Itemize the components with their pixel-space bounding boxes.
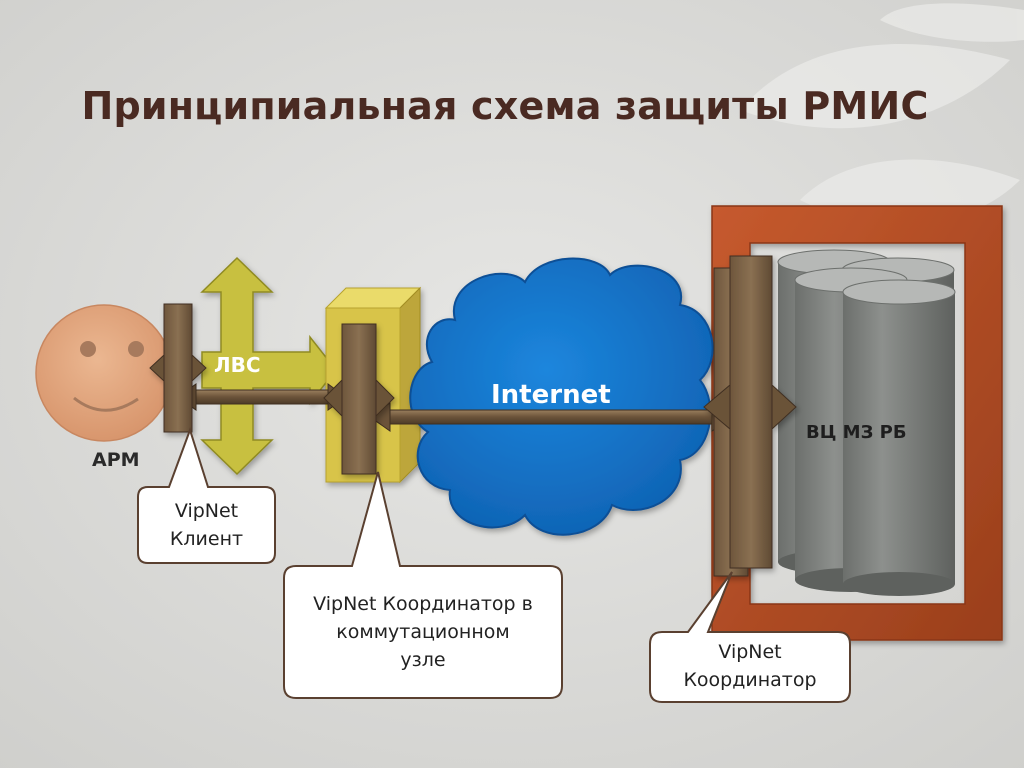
- internet-label: Internet: [491, 380, 611, 410]
- callout-client-text: VipNet Клиент: [138, 497, 275, 553]
- vipnet-coordinator-device: [703, 255, 797, 577]
- vipnet-client-device: [149, 303, 207, 433]
- callout-client-line-2: Клиент: [169, 528, 244, 550]
- callout-coordinator-line-2: Координатор: [683, 669, 817, 691]
- callout-hub-coordinator-text: VipNet Координатор в коммутационном узле: [284, 590, 562, 674]
- callout-hub-line-1: VipNet Координатор в: [313, 593, 533, 615]
- lan-label: ЛВС: [214, 353, 261, 377]
- callout-vipnet-client: [137, 426, 276, 564]
- callout-vipnet-coordinator: [649, 571, 851, 703]
- page-title: Принципиальная схема защиты РМИС: [81, 84, 929, 128]
- callout-coordinator-text: VipNet Координатор: [650, 638, 850, 694]
- datastore-cylinders-icon: [777, 249, 956, 596]
- lan-cross-arrow-icon: [200, 256, 337, 476]
- callout-hub-line-2: коммутационном: [336, 621, 510, 643]
- vipnet-hub-coordinator-device: [323, 323, 395, 475]
- callout-client-line-1: VipNet: [174, 500, 239, 522]
- user-face-icon: [35, 304, 173, 442]
- arm-label: АРМ: [92, 449, 140, 471]
- callout-vipnet-hub-coordinator: [283, 471, 563, 699]
- internet-cloud-icon: [409, 257, 714, 536]
- datacenter-label: ВЦ МЗ РБ: [806, 422, 907, 443]
- callout-hub-line-3: узле: [400, 649, 446, 671]
- callout-coordinator-line-1: VipNet: [718, 641, 782, 663]
